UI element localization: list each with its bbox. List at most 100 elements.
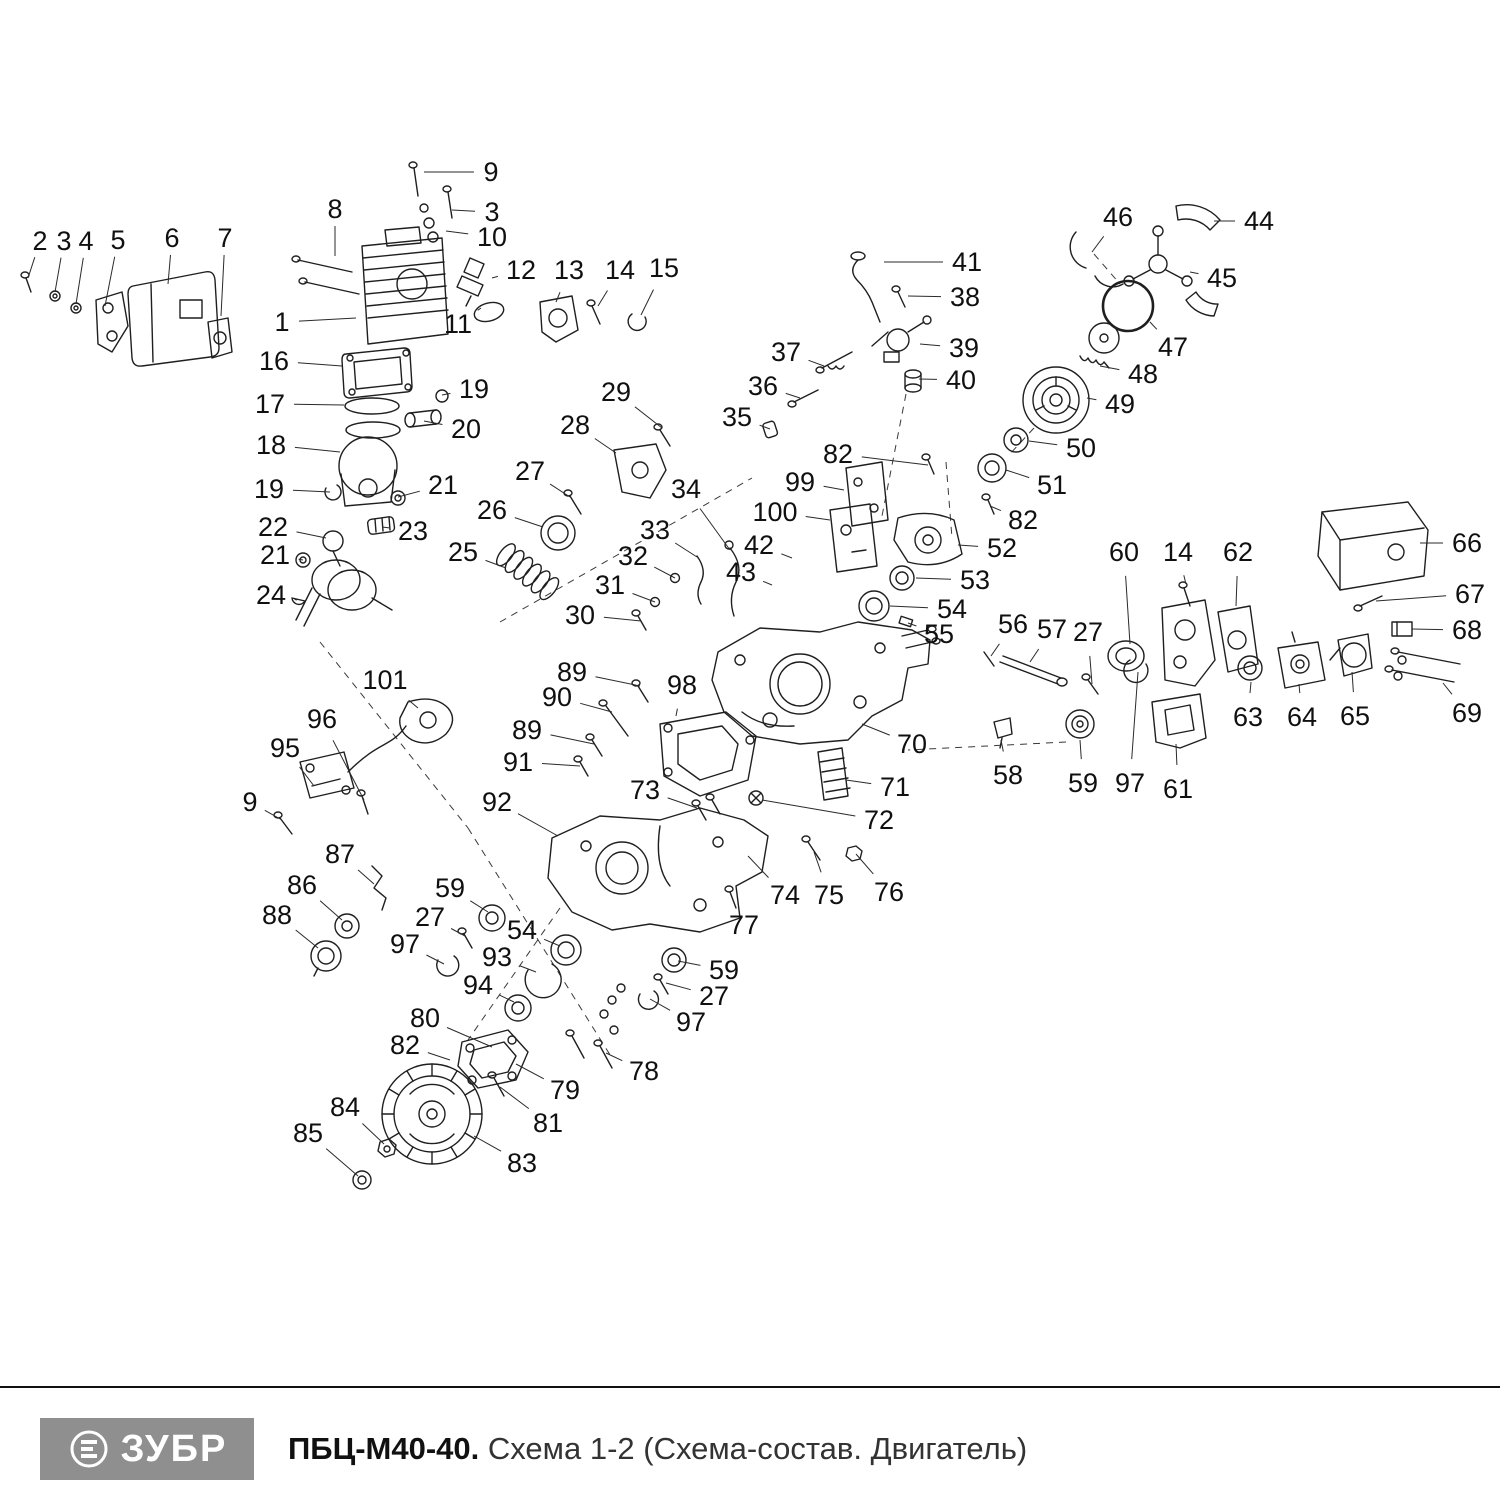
leader-line-45-17 bbox=[1189, 271, 1199, 275]
leader-line-29-30 bbox=[634, 406, 663, 429]
part-gasket-11 bbox=[473, 301, 505, 323]
part-label-89-81: 89 bbox=[512, 715, 542, 745]
part-label-29-30: 29 bbox=[601, 377, 631, 407]
leader-line-59-105 bbox=[677, 960, 701, 966]
leader-line-55-66 bbox=[907, 622, 917, 627]
leader-line-95-82 bbox=[299, 766, 315, 787]
leader-line-85-115 bbox=[325, 1148, 359, 1177]
leader-line-12-10 bbox=[491, 275, 499, 279]
part-label-85-115: 85 bbox=[293, 1118, 323, 1148]
part-label-42-51: 42 bbox=[744, 530, 774, 560]
part-clip-15 bbox=[627, 313, 647, 332]
part-plate-99 bbox=[845, 461, 889, 527]
exploded-diagram: 9831023456712131415414644453811139163740… bbox=[20, 157, 1485, 1190]
part-label-2-4: 2 bbox=[32, 226, 47, 256]
leader-line-31-62 bbox=[632, 593, 656, 603]
leader-line-69-80 bbox=[1442, 682, 1453, 695]
part-label-14-12: 14 bbox=[605, 255, 635, 285]
part-crankcase-74-92 bbox=[547, 807, 769, 933]
leader-line-54-63 bbox=[889, 605, 929, 609]
part-label-23-47: 23 bbox=[398, 516, 428, 546]
part-label-59-85: 59 bbox=[1068, 768, 1098, 798]
part-label-82-37: 82 bbox=[823, 439, 853, 469]
part-label-90-74: 90 bbox=[542, 682, 572, 712]
part-label-94-106: 94 bbox=[463, 970, 493, 1000]
leader-line-97-103 bbox=[426, 954, 445, 965]
part-label-58-84: 58 bbox=[993, 760, 1023, 790]
leader-line-97-86 bbox=[1131, 671, 1139, 760]
screw-78-extra bbox=[565, 1029, 585, 1059]
leader-line-77-99 bbox=[732, 899, 735, 904]
leader-line-61-87 bbox=[1175, 743, 1178, 766]
leader-line-53-56 bbox=[915, 577, 952, 580]
leader-line-98-73 bbox=[675, 708, 678, 717]
part-label-62-60: 62 bbox=[1223, 537, 1253, 567]
part-label-50-36: 50 bbox=[1066, 433, 1096, 463]
leader-line-100-44 bbox=[805, 516, 831, 521]
part-label-9-89: 9 bbox=[242, 787, 257, 817]
part-label-26-48: 26 bbox=[477, 495, 507, 525]
leader-line-47-25 bbox=[1149, 321, 1158, 330]
part-label-4-6: 4 bbox=[78, 226, 93, 256]
leader-line-63-77 bbox=[1249, 681, 1252, 694]
part-label-81-113: 81 bbox=[533, 1108, 563, 1138]
part-hose-41 bbox=[850, 251, 881, 323]
leader-line-15-13 bbox=[640, 289, 654, 316]
leader-line-75-95 bbox=[813, 851, 822, 873]
part-crankshaft-22 bbox=[291, 530, 393, 627]
leader-line-79-111 bbox=[515, 1063, 545, 1080]
part-label-3-5: 3 bbox=[56, 226, 71, 256]
part-label-75-95: 75 bbox=[814, 880, 844, 910]
part-bumper-58 bbox=[993, 717, 1013, 749]
part-label-38-18: 38 bbox=[950, 282, 980, 312]
part-plate-100 bbox=[829, 503, 878, 573]
leader-line-71-88 bbox=[845, 779, 872, 785]
leader-line-24-61 bbox=[294, 599, 298, 601]
part-label-59-98: 59 bbox=[435, 873, 465, 903]
part-label-95-82: 95 bbox=[270, 733, 300, 763]
leader-line-20-32 bbox=[423, 420, 443, 425]
leader-line-16-22 bbox=[297, 362, 343, 367]
part-spacer-61 bbox=[1151, 693, 1207, 749]
part-label-30-65: 30 bbox=[565, 600, 595, 630]
parts-35-36-37 bbox=[762, 351, 853, 439]
leader-line-84-114 bbox=[362, 1123, 385, 1145]
leader-line-7-9 bbox=[220, 254, 225, 317]
part-label-92-92: 92 bbox=[482, 787, 512, 817]
part-nut-84-washer-85 bbox=[352, 1138, 397, 1190]
part-piston-rings-17 bbox=[344, 397, 401, 439]
leader-line-23-47 bbox=[381, 526, 390, 529]
part-label-86-97: 86 bbox=[287, 870, 317, 900]
part-label-51-42: 51 bbox=[1037, 470, 1067, 500]
leader-line-52-49 bbox=[957, 544, 979, 547]
part-muffler-6 bbox=[127, 270, 220, 367]
model-name: ПБЦ-М40-40. bbox=[288, 1431, 480, 1466]
part-label-61-87: 61 bbox=[1163, 774, 1193, 804]
part-gasket-5 bbox=[95, 291, 129, 353]
parts-56-57-27 bbox=[983, 651, 1099, 695]
leader-line-54-102 bbox=[543, 938, 561, 947]
part-label-44-16: 44 bbox=[1244, 206, 1274, 236]
leader-line-93-104 bbox=[519, 965, 537, 973]
leader-line-91-83 bbox=[541, 763, 581, 767]
part-grommet-86 bbox=[334, 913, 360, 939]
part-lever-33 bbox=[696, 555, 704, 605]
part-label-3-2: 3 bbox=[484, 197, 499, 227]
part-label-57-68: 57 bbox=[1037, 614, 1067, 644]
part-label-98-73: 98 bbox=[667, 670, 697, 700]
leader-line-68-70 bbox=[1411, 628, 1444, 631]
leader-line-82-110 bbox=[427, 1052, 451, 1061]
part-washer-50 bbox=[1003, 427, 1029, 453]
leader-line-22-46 bbox=[296, 531, 327, 539]
leader-line-4-6 bbox=[75, 257, 84, 305]
part-wire-87 bbox=[371, 865, 387, 911]
leader-line-14-12 bbox=[597, 290, 608, 307]
leader-line-46-15 bbox=[1091, 236, 1105, 253]
part-clutch-drum-49 bbox=[1022, 366, 1090, 434]
screws-73 bbox=[691, 793, 721, 821]
part-label-27-101: 27 bbox=[415, 902, 445, 932]
part-label-33-50: 33 bbox=[640, 515, 670, 545]
leader-line-9-89 bbox=[264, 809, 283, 821]
part-label-97-86: 97 bbox=[1115, 768, 1145, 798]
